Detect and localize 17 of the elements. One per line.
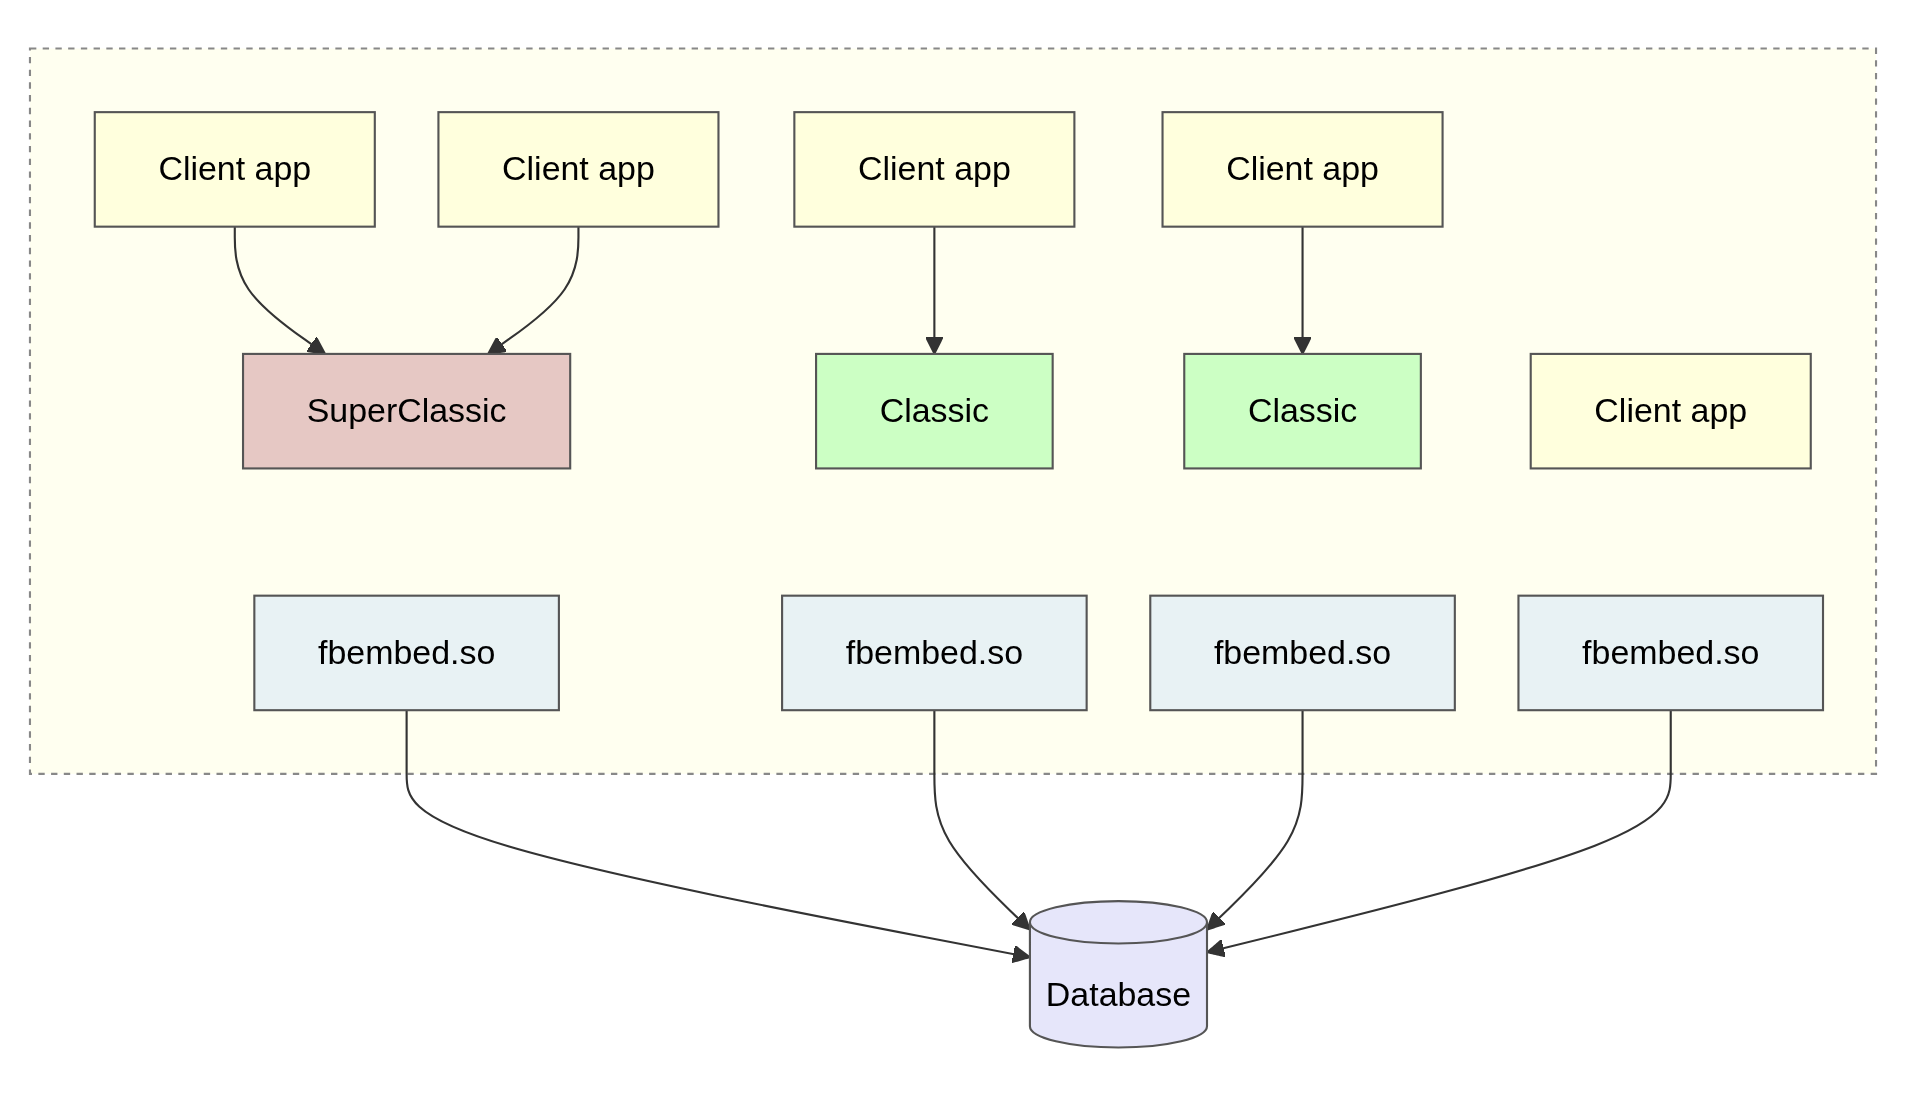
node-box: Classic	[814, 352, 1054, 470]
node-box: Classic	[1182, 352, 1422, 470]
node-box: fbembed.so	[1148, 594, 1456, 712]
node-box: Client app	[792, 111, 1075, 228]
arrow	[1205, 710, 1304, 931]
node-box: Client app	[436, 111, 720, 228]
node-box: fbembed.so	[1516, 594, 1824, 712]
node-box: SuperClassic	[241, 352, 571, 470]
node-box: Client app	[1529, 352, 1812, 470]
arrow	[405, 710, 1031, 964]
node-box: Client app	[1160, 111, 1444, 228]
arrow	[1205, 710, 1672, 958]
cluster	[28, 47, 1877, 775]
node-box: fbembed.so	[780, 594, 1088, 712]
node-box: fbembed.so	[252, 594, 560, 712]
arrow	[932, 710, 1031, 931]
node-box: Client app	[93, 111, 376, 228]
